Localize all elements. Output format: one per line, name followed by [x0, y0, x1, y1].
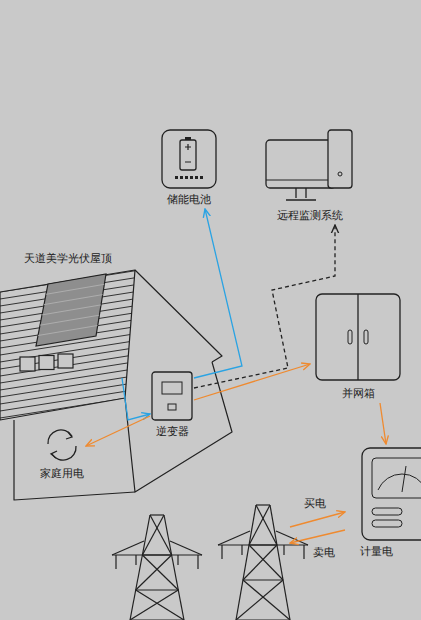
pylon-stroke	[241, 545, 242, 555]
pylon-stroke	[130, 590, 178, 620]
node-label: 家庭用电	[40, 467, 84, 481]
pylon-stroke	[142, 554, 171, 555]
pylon-stroke	[150, 514, 164, 515]
grid-cabinet: 并网箱	[312, 290, 404, 401]
flow-connector	[194, 209, 242, 378]
node-label: 逆变器	[156, 425, 189, 439]
pylon-stroke	[249, 505, 270, 545]
home-load: 家庭用电	[40, 426, 84, 481]
pylon-stroke	[249, 545, 283, 580]
node-label: 远程监测系统	[277, 209, 343, 223]
trade-label: 买电	[303, 497, 327, 510]
roof-stripe	[0, 354, 140, 376]
pylon-stroke	[142, 555, 178, 590]
battery-icon	[160, 128, 218, 190]
cabinet-icon	[312, 290, 404, 384]
pylon-stroke	[249, 544, 277, 545]
monitor-icon	[262, 126, 358, 206]
inverter-box: 逆变器	[150, 370, 194, 439]
roof-icon	[18, 266, 138, 378]
trade-label: 卖电	[312, 546, 336, 559]
flow-connector	[194, 364, 310, 400]
pylon-stroke	[283, 545, 284, 555]
roof-stripe	[0, 375, 140, 397]
trade-arrows	[290, 512, 345, 543]
pylon-stroke	[177, 555, 178, 565]
pylon-stroke	[236, 580, 283, 620]
pylon-stroke	[243, 580, 290, 620]
pylon-stroke	[218, 544, 308, 545]
pylon-stroke	[115, 555, 116, 569]
node-label: 天道美学光伏屋顶	[24, 252, 112, 266]
pylon-stroke	[136, 555, 172, 590]
pylon-stroke	[130, 515, 150, 620]
pylon-stroke	[303, 545, 304, 559]
flow-connector	[122, 378, 150, 420]
pylon-stroke	[142, 515, 164, 555]
power-pylons	[112, 505, 308, 620]
home-icon	[40, 426, 84, 464]
solar-roof: 天道美学光伏屋顶	[18, 252, 138, 378]
battery-box: 储能电池	[160, 128, 218, 207]
pylon-stroke	[136, 590, 184, 620]
pylon-stroke	[256, 504, 270, 505]
pylon-stroke	[218, 531, 250, 545]
pylon-stroke	[243, 579, 283, 580]
node-label: 并网箱	[342, 387, 375, 401]
pylon-stroke	[136, 589, 179, 590]
pylon-stroke	[112, 554, 202, 555]
pylon-stroke	[135, 555, 136, 565]
house-outline	[0, 270, 232, 500]
pylon-stroke	[112, 541, 144, 555]
pylon-stroke	[170, 541, 202, 555]
pylon-stroke	[236, 619, 290, 620]
pylon-stroke	[243, 545, 277, 580]
pylon-stroke	[221, 545, 222, 559]
meter-box: 计量电	[360, 446, 421, 559]
monitor-box: 远程监测系统	[262, 126, 358, 223]
pylon-stroke	[270, 505, 290, 620]
flow-connector	[194, 225, 335, 388]
flow-connector	[380, 403, 386, 444]
node-label: 储能电池	[167, 193, 211, 207]
meter-icon	[360, 446, 421, 542]
roof-stripe	[0, 403, 140, 425]
pylon-stroke	[164, 515, 184, 620]
pylon-stroke	[130, 619, 184, 620]
pylon-stroke	[236, 505, 256, 620]
inverter-icon	[150, 370, 194, 422]
node-label: 计量电	[360, 545, 393, 559]
pylon-stroke	[197, 555, 198, 569]
roof-stripe	[0, 382, 140, 404]
roof-stripes	[0, 270, 140, 425]
flow-connector	[86, 416, 150, 446]
